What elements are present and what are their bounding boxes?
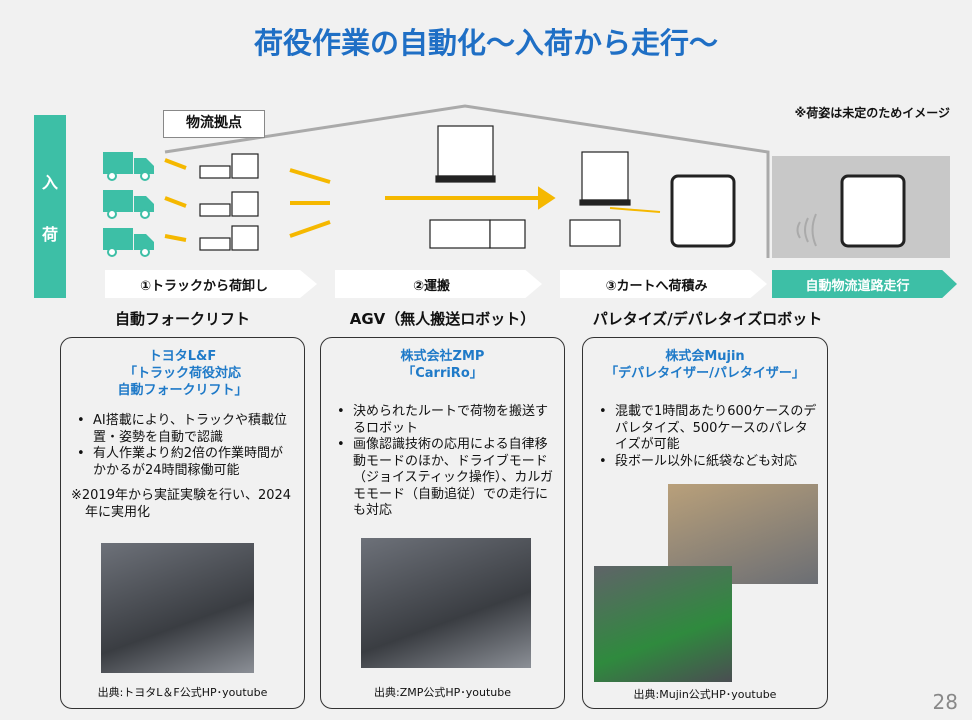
card-zmp: 株式会社ZMP「CarriRo」 決められたルートで荷物を搬送するロボット画像認… bbox=[320, 337, 565, 709]
remark: ※2019年から実証実験を行い、2024年に実用化 bbox=[71, 488, 292, 520]
header-palletize: パレタイズ/デパレタイズロボット bbox=[592, 310, 823, 328]
flow-arrows bbox=[164, 158, 661, 242]
step-road-drive: 自動物流道路走行 bbox=[772, 270, 957, 298]
carriro-photo bbox=[361, 538, 531, 668]
inbound-char: 荷 bbox=[41, 224, 58, 244]
card-title: 株式会社ZMP「CarriRo」 bbox=[400, 349, 485, 381]
bullet: 決められたルートで荷物を搬送するロボット bbox=[331, 404, 554, 437]
step-unload: ①トラックから荷卸し bbox=[105, 270, 317, 298]
source: 出典:Mujin公式HP･youtube bbox=[633, 688, 777, 701]
truck-icon bbox=[103, 228, 154, 257]
step-transport: ②運搬 bbox=[335, 270, 542, 298]
packaging-note: ※荷姿は未定のためイメージ bbox=[794, 106, 950, 120]
forklift-photo bbox=[101, 543, 254, 673]
truck-icon bbox=[103, 152, 154, 181]
logistics-hub-label: 物流拠点 bbox=[163, 110, 265, 138]
page-number: 28 bbox=[932, 690, 958, 714]
bullet: AI搭載により、トラックや積載位置・姿勢を自動で認識 bbox=[71, 413, 294, 446]
step-load-cart: ③カートへ荷積み bbox=[560, 270, 767, 298]
source: 出典:ZMP公式HP･youtube bbox=[373, 686, 512, 699]
inbound-label: 入 荷 bbox=[34, 115, 66, 298]
bullet: 画像認識技術の応用による自律移動モードのほか、ドライブモード（ジョイスティック操… bbox=[331, 437, 554, 520]
source: 出典:トヨタL＆F公式HP･youtube bbox=[97, 686, 268, 699]
card-title: 株式会Mujin「デパレタイザー/パレタイザー」 bbox=[605, 349, 805, 381]
flow-diagram bbox=[103, 104, 950, 258]
card-title: トヨタL&F「トラック荷役対応自動フォークリフト」 bbox=[117, 349, 248, 398]
header-agv: AGV（無人搬送ロボット） bbox=[349, 310, 536, 328]
bullet: 混載で1時間あたり600ケースのデパレタイズ、500ケースのパレタイズが可能 bbox=[593, 404, 817, 454]
bullet: 段ボール以外に紙袋なども対応 bbox=[593, 454, 817, 471]
truck-icon bbox=[103, 190, 154, 219]
pallet-icons bbox=[199, 125, 906, 251]
inbound-char: 入 bbox=[41, 172, 58, 192]
header-forklift: 自動フォークリフト bbox=[114, 310, 250, 328]
palletizer-photo bbox=[594, 566, 732, 682]
warehouse-outline bbox=[164, 104, 770, 258]
signal-icon bbox=[796, 213, 817, 247]
bullet: 有人作業より約2倍の作業時間がかかるが24時間稼働可能 bbox=[71, 446, 294, 479]
truck-icons bbox=[103, 152, 154, 257]
slide-title: 荷役作業の自動化～入荷から走行～ bbox=[253, 26, 718, 60]
